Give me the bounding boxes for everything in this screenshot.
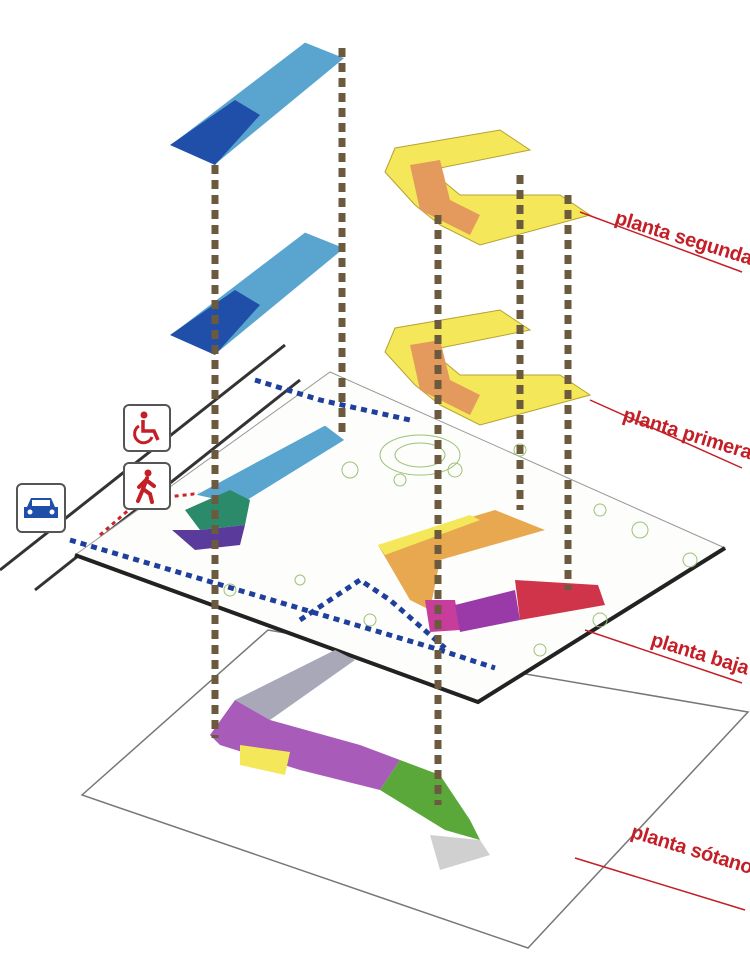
ground-red-wing (515, 580, 605, 620)
pedestrian-icon (123, 462, 171, 510)
orange-wing-segunda (384, 129, 592, 246)
blue-wing-upper (169, 41, 346, 166)
ground-magenta-block (425, 600, 460, 632)
blue-wing-middle (169, 231, 346, 356)
landscape-trees (223, 434, 698, 657)
basement-plane (80, 629, 750, 949)
label-leaders (574, 211, 746, 911)
basement-yellow-block (240, 745, 290, 775)
accessible-route-blue-2 (254, 377, 411, 423)
ground-yellow-strip (378, 515, 480, 555)
basement-purple-wing (210, 700, 400, 790)
ground-plane-edge (74, 546, 727, 705)
wheelchair-icon (123, 404, 171, 452)
vertical-connectors (211, 48, 572, 805)
orange-wing-primera (384, 309, 592, 426)
car-icon (16, 483, 66, 533)
basement-green-wing (380, 760, 480, 840)
basement-grey-tail (430, 835, 490, 870)
ground-purple-block (172, 525, 245, 550)
basement-grey-wing (235, 650, 355, 720)
accessible-route-blue-3 (298, 576, 447, 650)
ground-purple-wing (455, 590, 520, 632)
